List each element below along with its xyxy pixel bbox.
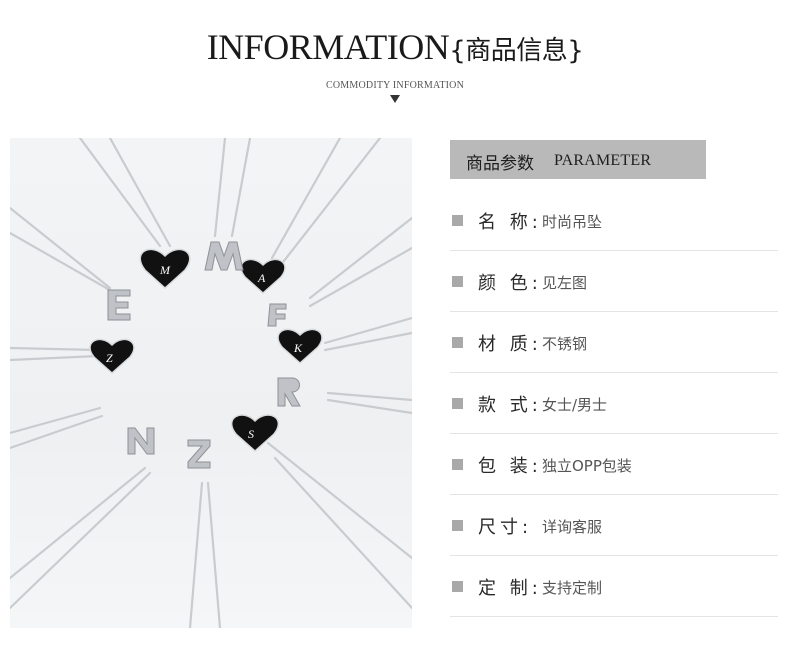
param-row-style: 款 式: 女士/男士 [450, 373, 778, 434]
square-bullet-icon [452, 398, 463, 409]
svg-text:K: K [293, 341, 303, 355]
svg-text:S: S [248, 427, 254, 441]
square-bullet-icon [452, 581, 463, 592]
param-value: 时尚吊坠 [542, 213, 603, 231]
param-row-customization: 定 制: 支持定制 [450, 556, 778, 617]
param-label: 款 式: [478, 395, 542, 416]
param-row-name: 名 称: 时尚吊坠 [450, 190, 778, 251]
header: INFORMATION{商品信息} COMMODITY INFORMATION [0, 0, 790, 110]
param-row-packaging: 包 装: 独立OPP包装 [450, 434, 778, 495]
square-bullet-icon [452, 520, 463, 531]
square-bullet-icon [452, 276, 463, 287]
svg-text:A: A [257, 271, 266, 285]
parameter-header: 商品参数 PARAMETER [450, 140, 706, 179]
param-row-color: 颜 色: 见左图 [450, 251, 778, 312]
parameter-header-en: PARAMETER [554, 152, 652, 169]
param-label: 名 称: [478, 212, 542, 233]
page-title: INFORMATION{商品信息} [0, 26, 790, 68]
param-row-size: 尺寸: 详询客服 [450, 495, 778, 556]
param-row-material: 材 质: 不锈钢 [450, 312, 778, 373]
param-value: 见左图 [542, 274, 588, 292]
param-label: 定 制: [478, 578, 542, 599]
square-bullet-icon [452, 337, 463, 348]
param-value: 详询客服 [542, 518, 603, 536]
necklace-illustration: M A K Z S [10, 138, 412, 628]
down-triangle-icon [390, 95, 400, 103]
param-value: 不锈钢 [542, 335, 588, 353]
param-label: 尺寸: [478, 517, 533, 538]
param-label: 颜 色: [478, 273, 542, 294]
param-value: 独立OPP包装 [542, 457, 632, 475]
square-bullet-icon [452, 459, 463, 470]
svg-text:Z: Z [106, 351, 113, 365]
parameter-header-cn: 商品参数 [466, 154, 534, 174]
param-value: 女士/男士 [542, 396, 608, 414]
page-subtitle: COMMODITY INFORMATION [326, 80, 464, 91]
title-cn: {商品信息} [449, 36, 584, 66]
parameter-list: 名 称: 时尚吊坠 颜 色: 见左图 材 质: 不锈钢 款 式: 女士/男士 包… [450, 190, 778, 617]
title-en: INFORMATION [206, 27, 450, 67]
product-photo: M A K Z S [10, 138, 412, 628]
square-bullet-icon [452, 215, 463, 226]
param-label: 包 装: [478, 456, 542, 477]
param-label: 材 质: [478, 334, 542, 355]
svg-text:M: M [159, 263, 171, 277]
param-value: 支持定制 [542, 579, 603, 597]
